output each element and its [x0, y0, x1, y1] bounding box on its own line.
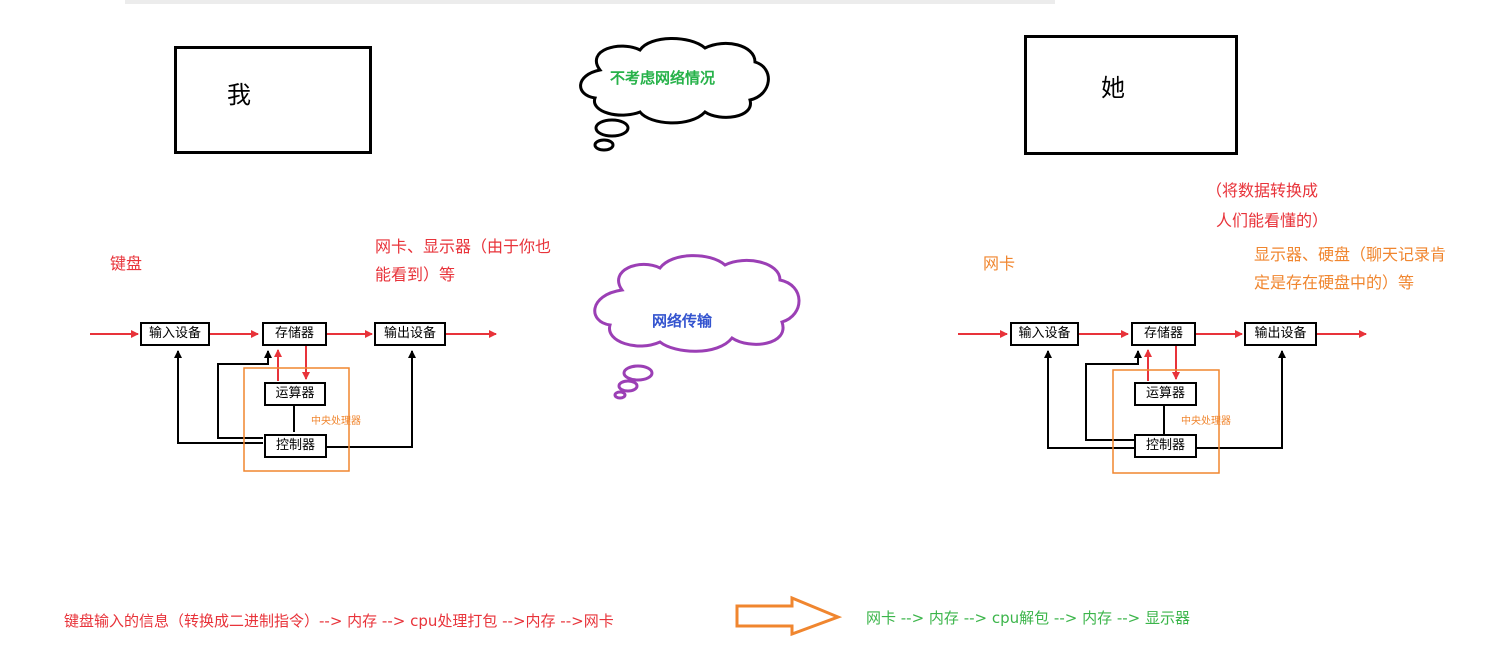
no-network-text: 不考虑网络情况 [610, 69, 716, 87]
left-cpu-label: 中央处理器 [311, 416, 361, 427]
left-alu: 运算器 [264, 382, 326, 406]
left-input-device: 输入设备 [140, 322, 210, 346]
left-memory: 存储器 [262, 322, 327, 346]
right-note-line2: 人们能看懂的） [1216, 211, 1329, 230]
thought-cloud-network [593, 254, 801, 400]
right-alu: 运算器 [1134, 382, 1197, 406]
right-note: （将数据转换成 人们能看懂的） [1206, 176, 1328, 236]
top-divider [125, 0, 1055, 4]
right-output-hint: 显示器、硬盘（聊天记录肯 定是存在硬盘中的）等 [1254, 241, 1446, 297]
right-input-hint: 网卡 [983, 254, 1016, 273]
network-text: 网络传输 [652, 312, 713, 330]
left-control: 控制器 [264, 434, 327, 458]
me-label: 我 [227, 81, 251, 109]
thought-cloud-no-network [579, 37, 770, 152]
left-output-hint: 网卡、显示器（由于你也 能看到）等 [375, 233, 551, 289]
right-cpu-label: 中央处理器 [1181, 416, 1231, 427]
transfer-arrow [735, 595, 843, 637]
left-output-hint-line1: 网卡、显示器（由于你也 [375, 237, 552, 256]
right-control: 控制器 [1134, 434, 1197, 458]
left-output-hint-line2: 能看到）等 [375, 265, 456, 284]
right-input-device: 输入设备 [1010, 322, 1079, 346]
left-output-device: 输出设备 [374, 322, 446, 346]
receive-flow-text: 网卡 --> 内存 --> cpu解包 --> 内存 --> 显示器 [866, 609, 1190, 627]
right-output-hint-line1: 显示器、硬盘（聊天记录肯 [1254, 245, 1447, 264]
her-label: 她 [1101, 74, 1125, 102]
right-note-line1: （将数据转换成 [1206, 181, 1319, 200]
her-box: 她 [1024, 35, 1238, 155]
right-memory: 存储器 [1131, 322, 1196, 346]
right-connectors [958, 330, 1367, 474]
right-output-hint-line2: 定是存在硬盘中的）等 [1254, 273, 1415, 292]
me-box: 我 [174, 46, 372, 154]
left-input-hint: 键盘 [110, 254, 143, 273]
left-connectors [90, 330, 497, 472]
send-flow-text: 键盘输入的信息（转换成二进制指令）--> 内存 --> cpu处理打包 -->内… [64, 612, 614, 630]
right-output-device: 输出设备 [1244, 322, 1317, 346]
